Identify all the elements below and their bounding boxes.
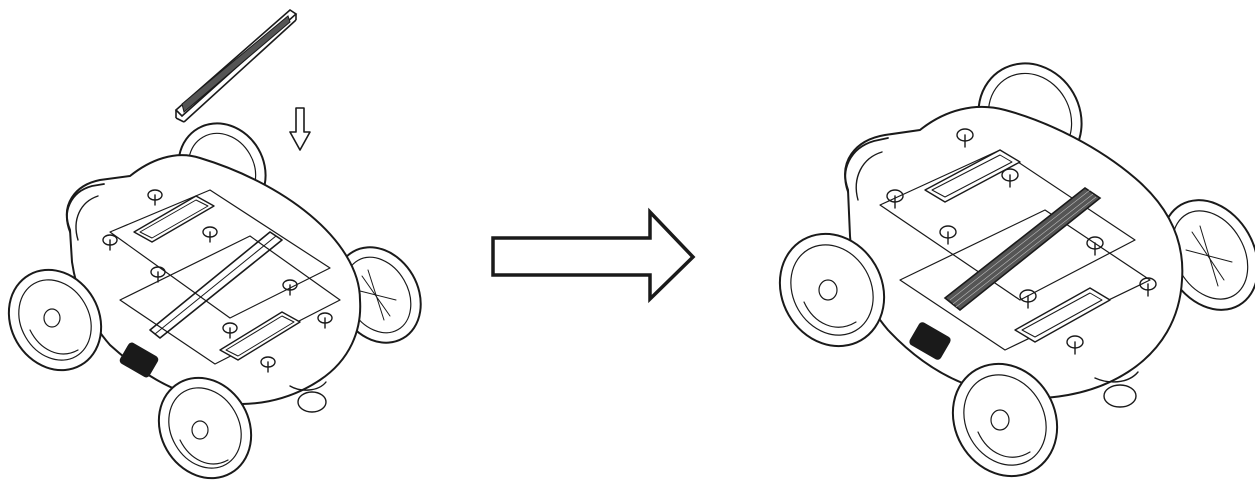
down-arrow-icon: [289, 107, 311, 151]
right-arrow-icon: [491, 207, 696, 304]
filter-cartridge-icon: [174, 8, 298, 123]
wheel-front-left-icon: [951, 362, 1059, 478]
wheel-rear-left-icon: [778, 232, 886, 348]
wheel-front-left-icon: [157, 376, 253, 480]
wheel-rear-left-icon: [7, 268, 103, 372]
robot-body-left: [7, 122, 422, 480]
robot-body-right: [778, 62, 1255, 478]
